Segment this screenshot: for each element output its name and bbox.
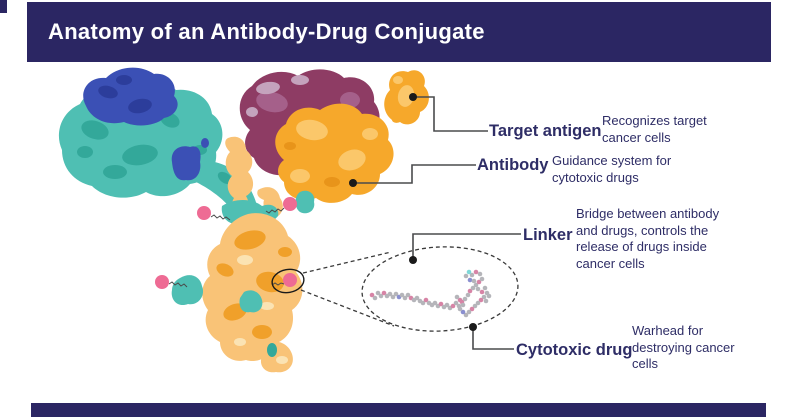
molecule-atom	[479, 276, 485, 282]
molecule-atom	[481, 294, 487, 300]
desc-antibody: Guidance system for cytotoxic drugs	[552, 153, 672, 185]
molecule-atom	[438, 301, 444, 307]
desc-linker: Bridge between antibody and drugs, contr…	[576, 206, 720, 271]
leader-linker	[412, 233, 521, 260]
molecule-atom	[378, 293, 384, 299]
magnifier-ray-top	[302, 251, 392, 274]
molecule-atom	[375, 290, 381, 296]
page-title: Anatomy of an Antibody-Drug Conjugate	[48, 19, 485, 44]
magnifier-ellipse	[361, 246, 519, 332]
drug-dot	[283, 273, 297, 287]
desc-target-antigen: Recognizes target cancer cells	[602, 113, 707, 145]
drug-dot	[155, 275, 169, 289]
label-linker: Linker	[523, 226, 573, 244]
molecule-atom	[372, 295, 378, 301]
molecule-atom	[465, 292, 471, 298]
antibody-stem	[171, 200, 303, 373]
molecule-atom	[483, 298, 489, 304]
footer-bar	[31, 403, 766, 417]
molecule-atom	[479, 289, 485, 295]
magnifier	[271, 246, 519, 332]
molecule-atom	[444, 302, 450, 308]
molecule-atom	[463, 312, 469, 318]
molecule-atom	[453, 300, 459, 306]
molecule-atom	[460, 302, 466, 308]
molecule-atom	[472, 303, 478, 309]
molecule-atom	[473, 282, 479, 288]
drug-dot	[197, 206, 211, 220]
molecule-atom	[405, 292, 411, 298]
molecule-atom	[482, 285, 488, 291]
molecule-atom	[476, 279, 482, 285]
molecule-atom	[462, 296, 468, 302]
molecule-atom	[432, 300, 438, 306]
antibody-orange-domain	[275, 103, 394, 203]
molecule-atom	[369, 292, 375, 298]
magnifier-circle	[271, 268, 305, 294]
molecule-atom	[466, 309, 472, 315]
molecule-detail	[369, 269, 492, 318]
target-antigen-blob	[384, 70, 429, 125]
molecule-atom	[486, 293, 492, 299]
desc-cytotoxic-drug: Warhead for destroying cancer cells	[632, 323, 735, 371]
molecule-atom	[460, 309, 466, 315]
molecule-atom	[467, 277, 473, 283]
molecule-atom	[420, 300, 426, 306]
corner-accent	[0, 0, 7, 13]
molecule-atom	[399, 292, 405, 298]
magnifier-ray-bottom	[300, 289, 395, 327]
drug-attachment-sites	[155, 197, 297, 289]
molecule-atom	[475, 286, 481, 292]
leader-cytotoxic-drug	[472, 327, 514, 350]
molecule-atom	[381, 290, 387, 296]
molecule-atom	[470, 285, 476, 291]
molecule-atom	[387, 291, 393, 297]
molecule-atom	[457, 306, 463, 312]
antibody-blue-domain	[83, 67, 209, 181]
molecule-atom	[477, 271, 483, 277]
molecule-atom	[402, 295, 408, 301]
leader-target-antigen	[413, 96, 488, 132]
label-antibody: Antibody	[477, 156, 549, 174]
molecule-atom	[423, 297, 429, 303]
molecule-atom	[475, 300, 481, 306]
label-target-antigen: Target antigen	[489, 122, 602, 140]
molecule-atom	[467, 288, 473, 294]
molecule-atom	[414, 295, 420, 301]
molecule-atom	[471, 278, 477, 284]
label-cytotoxic-drug: Cytotoxic drug	[516, 341, 633, 359]
leader-lines	[349, 93, 521, 350]
title-bar: Anatomy of an Antibody-Drug Conjugate	[27, 2, 771, 62]
molecule-atom	[466, 269, 472, 275]
drug-dot	[283, 197, 297, 211]
molecule-atom	[469, 306, 475, 312]
molecule-atom	[463, 273, 469, 279]
molecule-atom	[469, 272, 475, 278]
molecule-atom	[473, 269, 479, 275]
molecule-atom	[454, 294, 460, 300]
molecule-atom	[478, 297, 484, 303]
leader-antibody	[353, 164, 476, 184]
molecule-atom	[390, 294, 396, 300]
molecule-atom	[393, 291, 399, 297]
molecule-atom	[450, 303, 456, 309]
molecule-atom	[457, 297, 463, 303]
